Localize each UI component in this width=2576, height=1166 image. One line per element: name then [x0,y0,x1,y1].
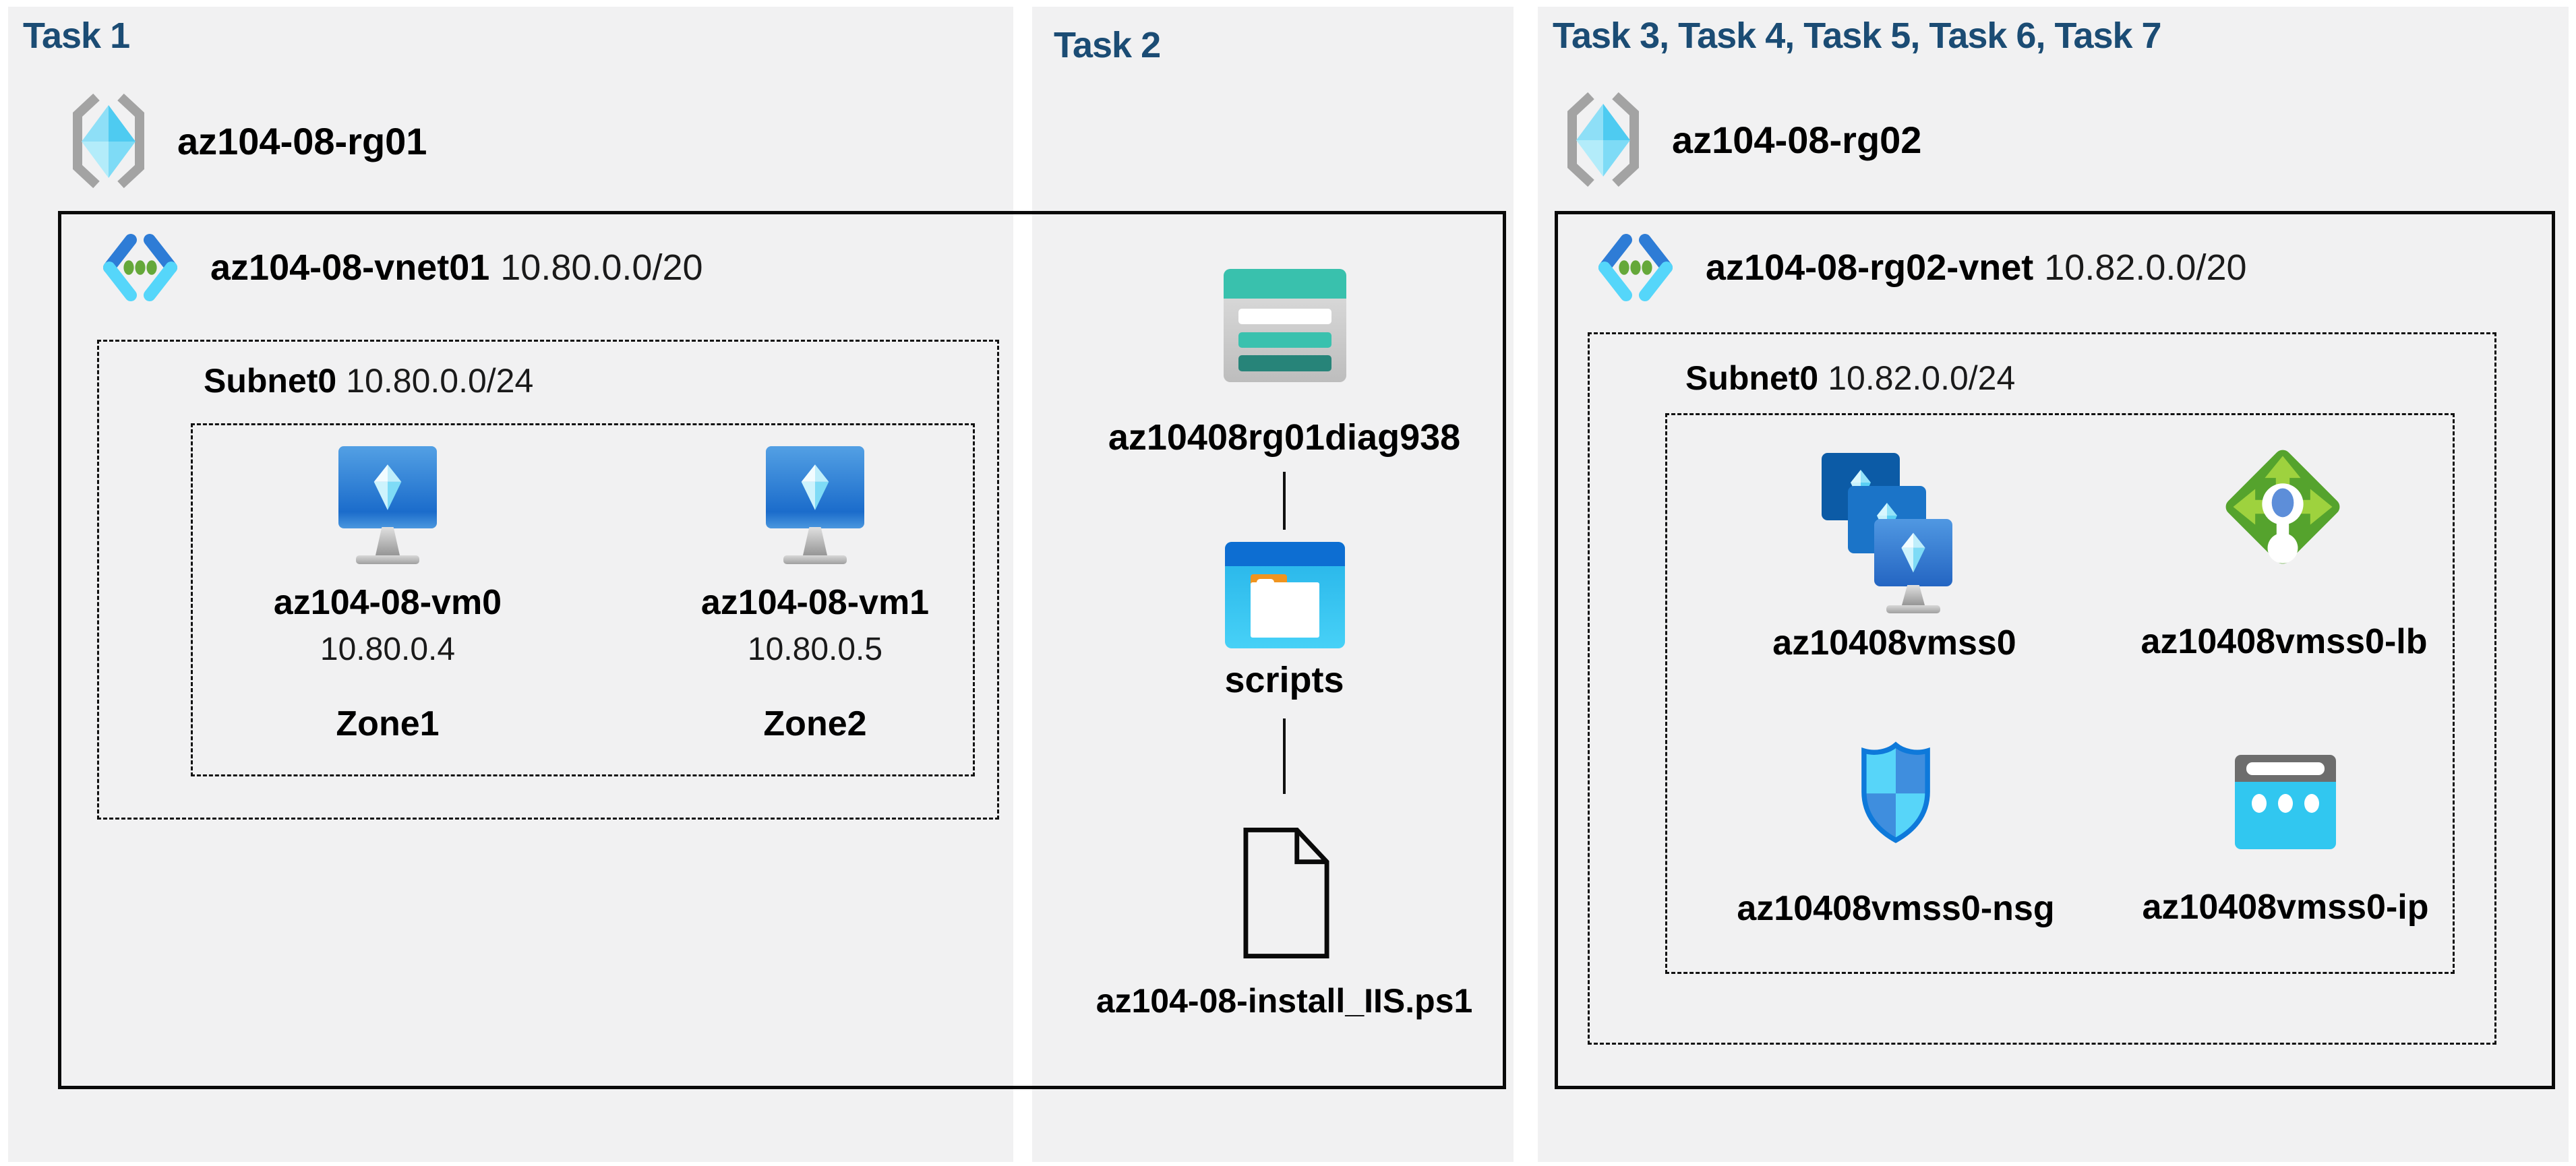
virtual-machine-icon [765,446,866,564]
nsg-name: az10408vmss0-nsg [1737,889,2055,928]
public-ip-dot [2278,794,2293,813]
load-balancer-name: az10408vmss0-lb [2140,622,2428,661]
storage-icon-bar [1238,355,1331,371]
subnet-cidr: 10.82.0.0/24 [1828,359,2016,397]
vm-base [356,555,419,564]
vm-screen [338,446,437,528]
subnet2-dashed-box [1588,332,2496,1045]
vm-cube-glyph [1901,532,1925,573]
task1-title: Task 1 [23,16,130,56]
storage-icon-header [1224,269,1346,299]
storage-icon-bar [1238,332,1331,348]
folder-icon-front [1251,582,1319,638]
subnet-1: Subnet0 10.80.0.0/24 [204,361,533,400]
vm0-name: az104-08-vm0 [273,583,502,622]
subnet2-inner-dashed-box [1665,413,2455,974]
load-balancer-icon [2225,450,2340,564]
public-ip-icon-header [2235,755,2336,782]
resource-group-icon [1567,92,1639,187]
public-ip-icon-slot [2246,762,2325,775]
task3-title: Task 3, Task 4, Task 5, Task 6, Task 7 [1553,16,2162,56]
folder-icon-header [1225,542,1345,566]
vm0-ip: 10.80.0.4 [320,632,456,667]
virtual-machine-icon [337,446,438,564]
vm-stand [803,527,827,555]
script-file-name: az104-08-install_IIS.ps1 [1096,982,1473,1020]
subnet-2: Subnet0 10.82.0.0/24 [1685,359,2015,398]
vm-cube-glyph [373,464,402,510]
virtual-network-icon [103,234,177,301]
vm-base [783,555,847,564]
vmss-base [1886,605,1940,613]
virtual-network-icon [1598,234,1673,301]
subnet-cidr: 10.80.0.0/24 [346,362,534,400]
task3-panel [1538,7,2569,1162]
public-ip-dot [2252,794,2267,813]
resource-group-2: az104-08-rg02 [1559,90,1921,189]
network-security-group-icon [1861,741,1930,843]
vmss-stand [1902,585,1925,605]
vm-cube-glyph [801,464,829,510]
vnet-2: az104-08-rg02-vnet 10.82.0.0/20 [1595,232,2247,303]
subnet-name: Subnet0 [1685,359,1819,397]
vnet-name: az104-08-vnet01 [210,247,490,288]
vnet-name: az104-08-rg02-vnet [1706,247,2034,288]
vm-stand [376,527,400,555]
resource-group-1: az104-08-rg01 [64,92,427,190]
resource-group-icon [73,93,144,189]
task2-title: Task 2 [1054,25,1161,65]
connector-line [1283,472,1286,530]
public-ip-icon-body [2235,782,2336,849]
vm1-name: az104-08-vm1 [700,583,930,622]
resource-group-name: az104-08-rg02 [1672,118,1922,161]
public-ip-icon [2235,755,2336,849]
task1-panel [8,7,1013,1162]
file-icon [1243,827,1329,959]
connector-line [1283,718,1286,794]
storage-account-icon [1224,269,1346,382]
subnet-name: Subnet0 [204,362,337,400]
storage-account-name: az10408rg01diag938 [1108,417,1461,458]
vm0-zone: Zone1 [336,704,440,743]
subnet1-inner-dashed-box [191,423,975,776]
vnet-1: az104-08-vnet01 10.80.0.0/20 [100,232,703,303]
vm1-zone: Zone2 [763,704,867,743]
vnet1-boundary-box [58,211,1506,1089]
public-ip-dot [2304,794,2319,813]
vmss-monitor-front [1874,519,1952,586]
vnet-cidr: 10.82.0.0/20 [2044,247,2247,288]
storage-icon-bar [1238,309,1331,324]
vm-scale-set-icon [1822,453,1954,618]
vnet-cidr: 10.80.0.0/20 [500,247,703,288]
subnet1-dashed-box [97,340,999,820]
public-ip-name: az10408vmss0-ip [2142,888,2429,927]
vmss-name: az10408vmss0 [1772,623,2016,663]
container-name: scripts [1224,660,1344,700]
vm-screen [766,446,864,528]
vm1-ip: 10.80.0.5 [747,632,883,667]
folder-icon [1225,542,1345,648]
vnet2-boundary-box [1555,211,2555,1089]
resource-group-name: az104-08-rg01 [177,119,427,162]
